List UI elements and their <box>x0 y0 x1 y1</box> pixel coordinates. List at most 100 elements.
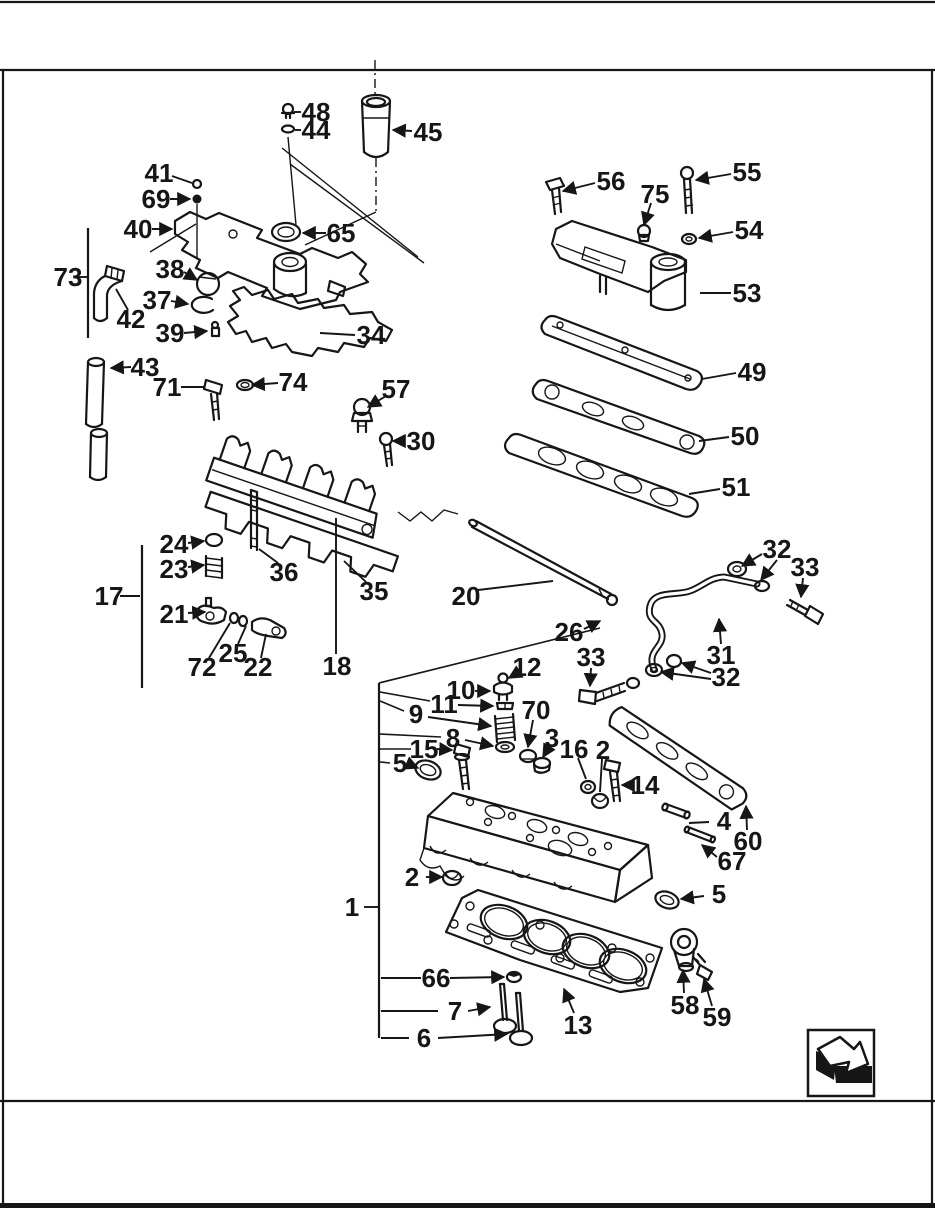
leader-line <box>182 267 199 281</box>
leader-line <box>477 580 554 591</box>
part-number-label: 14 <box>631 770 660 800</box>
hose-part <box>84 356 109 482</box>
part-number-label: 11 <box>430 689 458 719</box>
valve-cover-group <box>84 93 394 482</box>
part-number-label: 73 <box>54 262 83 292</box>
leader-line <box>171 175 193 184</box>
part-number-label: 5 <box>712 879 726 909</box>
stud-part <box>249 488 259 552</box>
leader-line <box>427 716 493 732</box>
filler-tube-part <box>360 93 392 159</box>
flanged-nut-part <box>235 378 255 392</box>
construction-line <box>379 700 405 712</box>
part-number-label: 56 <box>597 166 626 196</box>
part-number-label: 67 <box>718 846 747 876</box>
part-number-label: 16 <box>560 734 589 764</box>
washer-part <box>579 779 597 795</box>
construction-line <box>378 627 601 684</box>
leader-line <box>712 617 728 645</box>
breather-cap-part <box>195 271 221 297</box>
part-number-label: 34 <box>357 320 386 350</box>
part-number-label: 42 <box>117 304 146 334</box>
part-number-label: 8 <box>446 723 460 753</box>
leader-line <box>449 970 506 985</box>
leader-line <box>250 376 279 392</box>
leader-line <box>457 698 495 713</box>
leader-line <box>467 1002 492 1017</box>
bolt-part <box>452 742 472 791</box>
rocker-support-group <box>202 378 459 578</box>
part-number-label: 51 <box>722 472 751 502</box>
part-number-label: 60 <box>734 826 763 856</box>
part-number-label: 31 <box>707 640 736 670</box>
leader-line <box>700 844 718 859</box>
part-number-label: 7 <box>448 996 462 1026</box>
leader-line <box>187 605 207 620</box>
leader-line <box>561 180 596 195</box>
cylinder-head-group <box>419 791 654 904</box>
rocker-arm-part <box>194 596 228 625</box>
part-number-label: 71 <box>153 372 182 402</box>
part-number-label: 24 <box>160 529 189 559</box>
part-number-label: 57 <box>382 374 411 404</box>
leader-line <box>676 968 691 994</box>
construction-line <box>149 223 197 253</box>
leader-line <box>436 742 454 757</box>
banjo-bolt-part <box>785 598 825 626</box>
callout-leader-lines <box>77 111 810 1042</box>
valve-seal-part <box>532 756 552 774</box>
construction-line <box>287 136 297 226</box>
part-number-label: 3 <box>545 723 559 753</box>
part-number-label: 12 <box>513 652 542 682</box>
part-number-label: 33 <box>577 642 606 672</box>
leader-line <box>507 665 524 679</box>
eye-bolt-part <box>691 952 714 982</box>
part-number-label: 21 <box>160 599 189 629</box>
leader-line <box>343 560 367 583</box>
bolt-part <box>202 378 224 422</box>
spring-seat-part <box>494 740 516 754</box>
part-number-label: 15 <box>410 734 439 764</box>
part-number-label: 25 <box>219 638 248 668</box>
leader-line <box>760 559 778 582</box>
part-number-label: 65 <box>327 218 356 248</box>
part-number-label: 30 <box>407 426 436 456</box>
part-number-label: 43 <box>131 352 160 382</box>
leader-line <box>688 821 710 824</box>
leader-line <box>583 667 598 688</box>
leader-line <box>562 987 576 1014</box>
part-number-label: 2 <box>596 735 610 765</box>
leader-line <box>641 202 655 227</box>
leader-line <box>577 757 587 780</box>
elbow-fitting-part <box>92 264 126 323</box>
leader-line <box>700 977 715 1007</box>
leader-line <box>403 756 420 770</box>
construction-line <box>379 761 391 764</box>
valve-spring-part <box>493 712 517 744</box>
part-number-label: 6 <box>417 1023 431 1053</box>
part-number-label: 50 <box>731 421 760 451</box>
part-number-label: 72 <box>188 652 217 682</box>
leader-line <box>679 890 705 905</box>
sender-unit-part <box>350 397 374 434</box>
lifting-eye-part <box>669 927 699 973</box>
part-number-label: 5 <box>393 748 407 778</box>
part-number-label: 13 <box>564 1010 593 1040</box>
part-number-label: 10 <box>447 675 476 705</box>
leader-line <box>680 660 712 674</box>
construction-line <box>289 163 425 264</box>
leader-line <box>701 372 737 380</box>
valve-collet-part <box>495 701 515 711</box>
cup-plug-part <box>590 792 610 810</box>
part-number-label: 75 <box>641 179 670 209</box>
leader-line <box>739 804 754 831</box>
bolt-part <box>544 176 566 216</box>
nut-part <box>680 232 698 246</box>
leader-line <box>698 436 730 442</box>
washer-part <box>726 560 748 578</box>
part-number-label: 48 <box>302 97 331 127</box>
seal-ring-part <box>270 221 302 243</box>
